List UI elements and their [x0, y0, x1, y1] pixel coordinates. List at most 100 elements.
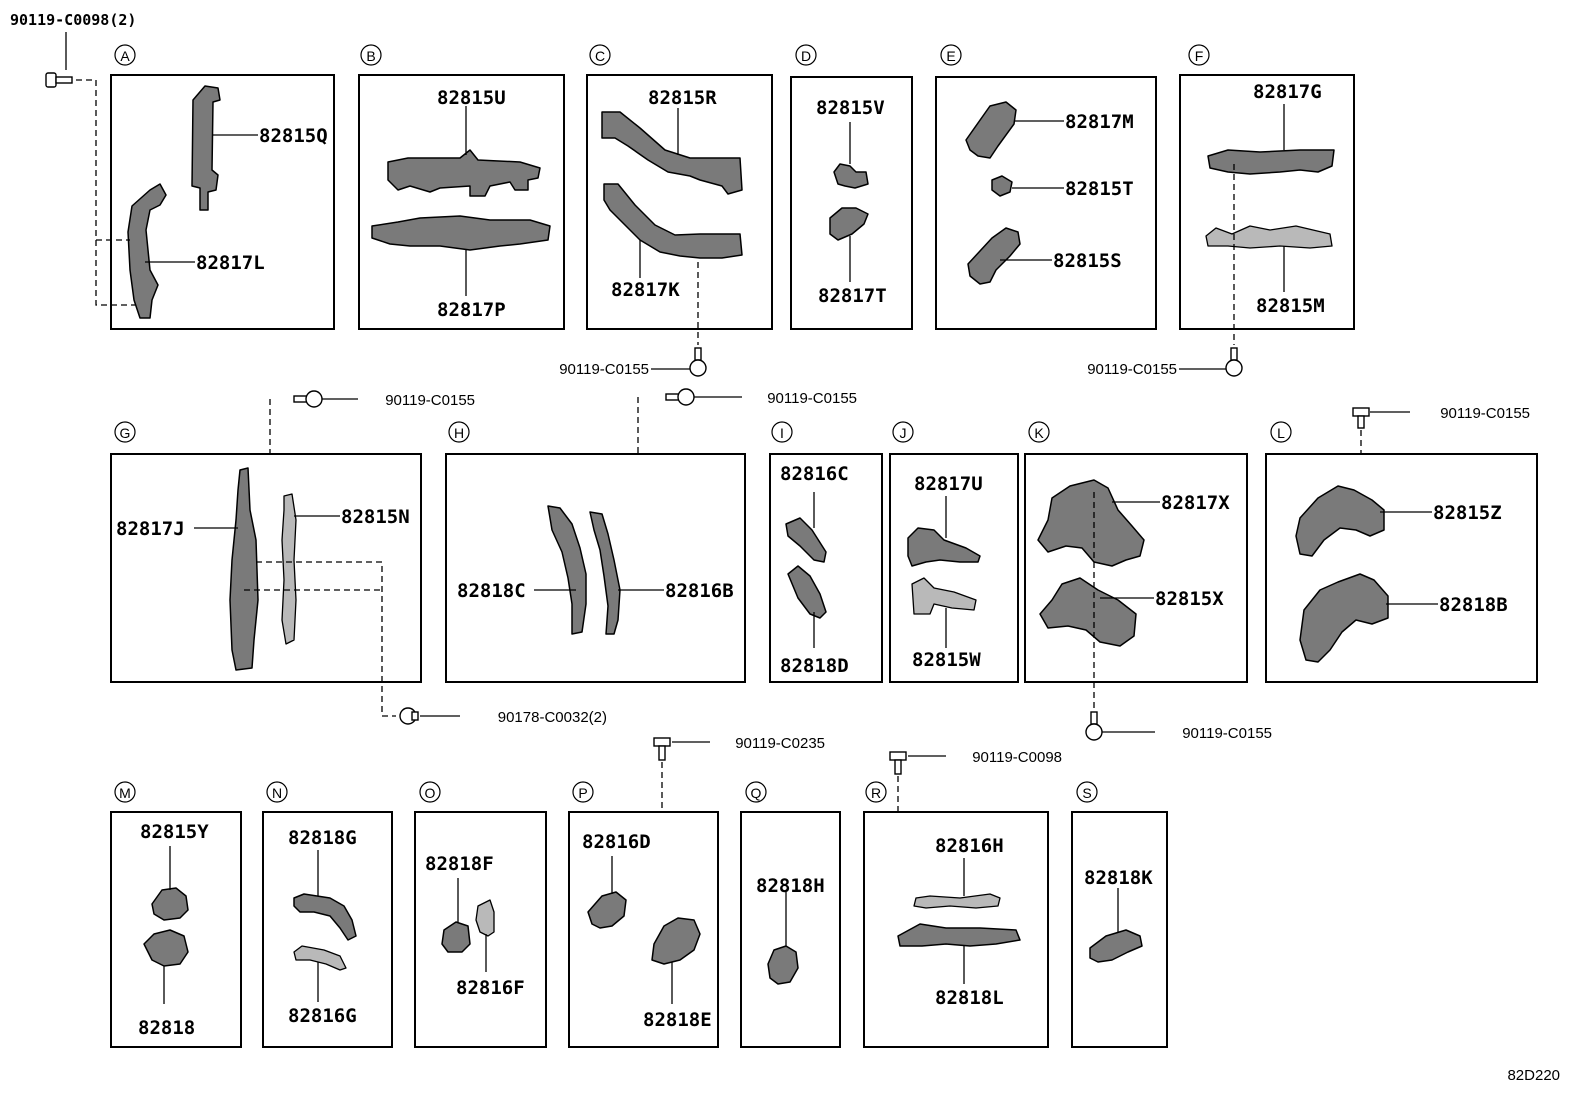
part-82817l-shape: [127, 183, 167, 319]
part-label-82815v: 82815V: [816, 97, 885, 119]
section-l-letter: L: [1277, 425, 1285, 441]
part-label-82818f: 82818F: [425, 853, 494, 875]
part-label-82817u: 82817U: [914, 473, 983, 495]
fastener-label-3: 90119-C0155: [385, 392, 475, 409]
section-a: A 82815Q 82817L: [66, 44, 335, 330]
section-i: I 82816C 82818D: [769, 421, 883, 683]
part-label-82815t: 82815T: [1065, 178, 1134, 200]
part-82815r-shape: [601, 111, 743, 195]
section-f-letter: F: [1195, 48, 1204, 64]
section-g: G 82817J 82815N: [110, 421, 422, 717]
section-b: B 82815U 82817P: [358, 44, 565, 330]
part-label-82815z: 82815Z: [1433, 502, 1502, 524]
part-label-82818c: 82818C: [457, 580, 526, 602]
section-q: Q 82818H: [740, 781, 841, 1048]
section-m-box: [110, 811, 242, 1048]
section-r-letter: R: [871, 785, 881, 801]
section-a-letter: A: [120, 48, 130, 64]
part-82815x-shape: [1039, 577, 1137, 647]
section-h-letter: H: [454, 425, 464, 441]
part-82815w-shape: [911, 577, 977, 615]
part-label-82815q: 82815Q: [259, 125, 328, 147]
section-k-letter: K: [1034, 425, 1044, 441]
part-82818f-shape: [441, 921, 471, 953]
section-f-box: [1179, 74, 1355, 330]
section-e-box: [935, 76, 1157, 330]
fastener-label-4: 90119-C0155: [767, 390, 857, 407]
section-e-letter: E: [946, 48, 955, 64]
part-82818c-shape: [547, 505, 587, 635]
section-i-letter: I: [780, 425, 784, 441]
part-82817g-shape: [1207, 149, 1335, 175]
part-82815z-shape: [1295, 485, 1385, 557]
fastener-label-6: 90119-C0155: [1182, 725, 1272, 742]
section-c: C 82815R 82817K: [586, 44, 773, 345]
part-label-82818h: 82818H: [756, 875, 825, 897]
part-82815t-shape: [991, 175, 1013, 197]
fastener-f-bolt: 90119-C0155: [1087, 347, 1243, 378]
section-b-box: [358, 74, 565, 330]
section-n-letter: N: [272, 785, 282, 801]
part-82816g-shape: [293, 945, 347, 971]
section-d-box: [790, 76, 913, 330]
part-82818e-shape: [651, 917, 701, 965]
section-e: E 82817M 82815T 82815S: [935, 44, 1157, 330]
part-label-82817m: 82817M: [1065, 111, 1134, 133]
part-82815v-shape: [833, 163, 869, 189]
section-d: D 82815V 82817T: [790, 44, 913, 330]
part-label-82815y: 82815Y: [140, 821, 209, 843]
part-82815u-shape: [387, 149, 541, 197]
fastener-label-9: 90119-C0098: [972, 749, 1062, 766]
part-label-82818l: 82818L: [935, 987, 1004, 1009]
part-label-82816d: 82816D: [582, 831, 651, 853]
section-q-letter: Q: [751, 785, 762, 801]
section-h-box: [445, 453, 746, 683]
section-s-box: [1071, 811, 1168, 1048]
part-82815y-shape: [151, 887, 189, 921]
part-82817u-shape: [907, 527, 981, 567]
part-label-82815x: 82815X: [1155, 588, 1224, 610]
section-d-letter: D: [801, 48, 811, 64]
part-label-82815s: 82815S: [1053, 250, 1122, 272]
section-k: K 82817X 82815X: [1024, 421, 1248, 712]
part-label-82816h: 82816H: [935, 835, 1004, 857]
part-label-82818b: 82818B: [1439, 594, 1508, 616]
part-label-82817x: 82817X: [1161, 492, 1230, 514]
section-h: H 82818C 82816B: [445, 421, 746, 683]
part-label-82818d: 82818D: [780, 655, 849, 677]
fastener-p-bolt: 90119-C0235: [653, 735, 825, 928]
section-o-letter: O: [425, 785, 436, 801]
part-label-82818: 82818: [138, 1017, 195, 1039]
part-label-82817l: 82817L: [196, 252, 265, 274]
section-p: P 82816D 82818E: [568, 781, 719, 1048]
part-label-82818g: 82818G: [288, 827, 357, 849]
fastener-label-0: 90119-C0098(2): [10, 11, 136, 29]
section-k-box: [1024, 453, 1248, 683]
section-f: F 82817G 82815M: [1179, 44, 1355, 345]
part-label-82818k: 82818K: [1084, 867, 1153, 889]
part-82816d-shape: [587, 891, 627, 929]
fastener-c-bolt: 90119-C0155: [559, 347, 707, 378]
part-82817x-shape: [1037, 479, 1145, 567]
section-g-box: [110, 453, 422, 683]
part-82816f-shape: [475, 899, 495, 937]
fastener-label-2: 90119-C0155: [1087, 361, 1177, 378]
section-i-box: [769, 453, 883, 683]
part-82815m-shape: [1205, 225, 1333, 249]
fastener-k-bolt: 90119-C0155: [1085, 711, 1272, 742]
part-label-82816g: 82816G: [288, 1005, 357, 1027]
section-o: O 82818F 82816F: [414, 781, 547, 1048]
part-label-82817j: 82817J: [116, 518, 185, 540]
fastener-90119-c0098-2: 90119-C0098(2): [10, 11, 136, 88]
part-label-82816c: 82816C: [780, 463, 849, 485]
part-82815s-shape: [967, 227, 1021, 285]
section-q-box: [740, 811, 841, 1048]
part-label-82815w: 82815W: [912, 649, 981, 671]
section-s-letter: S: [1082, 785, 1091, 801]
part-label-82817t: 82817T: [818, 285, 887, 307]
part-label-82815m: 82815M: [1256, 295, 1325, 317]
section-m-letter: M: [119, 785, 131, 801]
section-j-box: [889, 453, 1019, 683]
part-label-82815u: 82815U: [437, 87, 506, 109]
